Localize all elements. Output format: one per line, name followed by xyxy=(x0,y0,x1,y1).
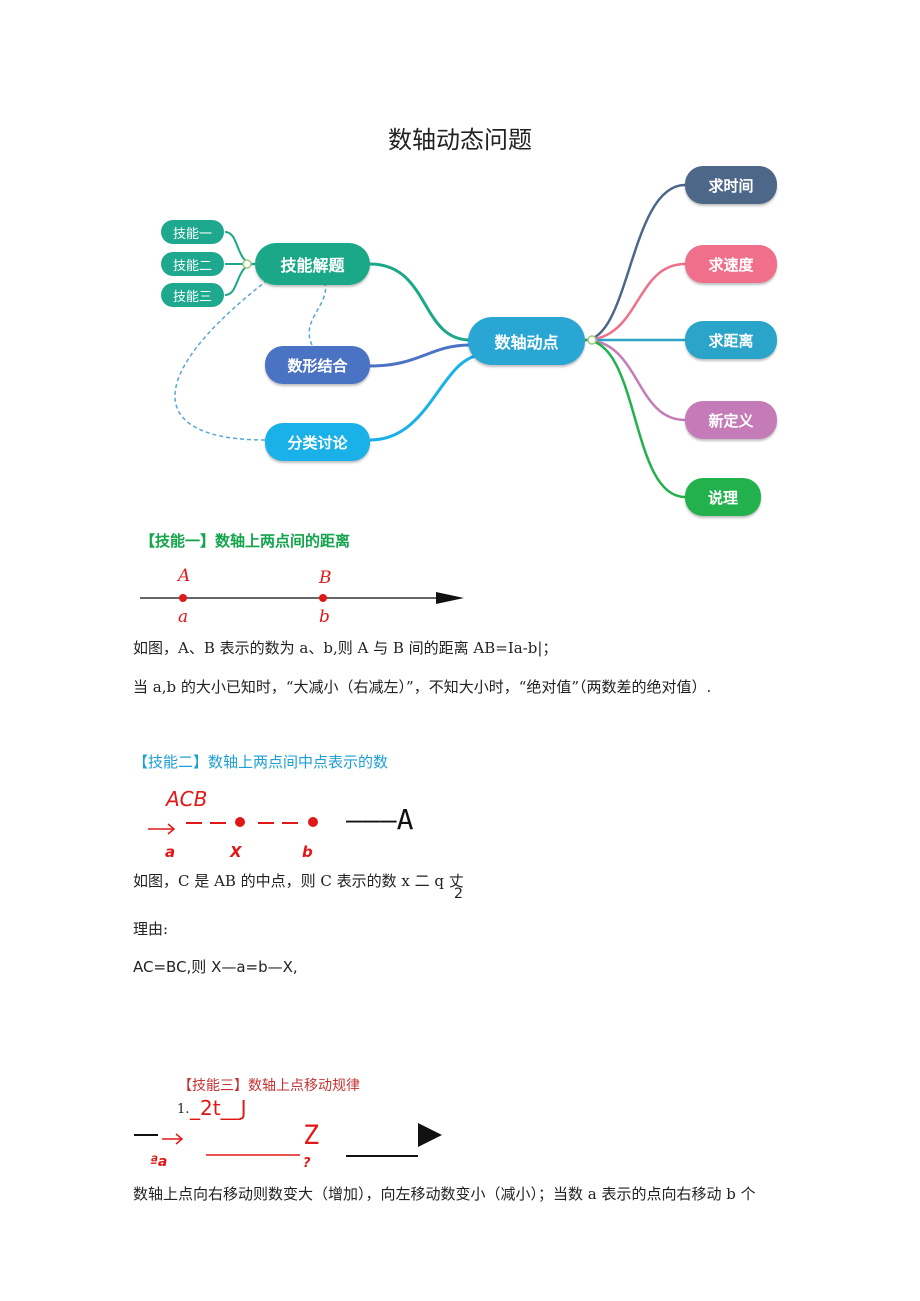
skill3-number-line xyxy=(134,1123,442,1157)
skill2-right-text: ———A xyxy=(346,803,414,836)
skill1-heading: 【技能一】数轴上两点间的距离 xyxy=(140,532,351,550)
axis-arrow-icon xyxy=(436,592,464,604)
skill3-letter-z: Z xyxy=(303,1120,320,1151)
skill1-text-1: 如图，A、B 表示的数为 a、b,则 A 与 B 间的距离 AB=Ia-b|； xyxy=(133,639,558,657)
skill2-subscript: 2 xyxy=(454,886,463,902)
skill1-number-line: A B a b xyxy=(140,566,464,627)
reasoning-node: 说理 xyxy=(685,478,761,516)
skill-three-pill: 技能三 xyxy=(161,283,224,307)
left-arrow-icon xyxy=(167,823,176,835)
skill2-number-line xyxy=(148,817,318,835)
find-speed-node: 求速度 xyxy=(685,245,777,283)
new-definition-node: 新定义 xyxy=(685,401,777,439)
find-distance-node: 求距离 xyxy=(685,321,777,359)
skill2-top-label: ACB xyxy=(166,787,208,811)
skill3-heading: 【技能三】数轴上点移动规律 xyxy=(178,1078,360,1094)
number-shape-node: 数形结合 xyxy=(265,346,370,384)
red-arrow-icon xyxy=(175,1133,184,1145)
axis-arrow-icon xyxy=(418,1123,442,1147)
skill3-under-label: ªa xyxy=(150,1154,168,1170)
skill2-reason-label: 理由: xyxy=(133,920,169,938)
skill2-label-b: b xyxy=(302,843,313,861)
skill1-text-2: 当 a,b 的大小已知时，“大减小（右减左）”，不知大小时，“绝对值”（两数差的… xyxy=(133,678,712,696)
point-b-dot xyxy=(319,594,327,602)
skill2-text-1: 如图，C 是 AB 的中点，则 C 表示的数 x 二 q 丈 xyxy=(133,872,464,890)
point-b-dot xyxy=(308,817,318,827)
skill-solve-node: 技能解题 xyxy=(255,243,370,285)
label-B: B xyxy=(318,568,332,588)
skill2-label-x: X xyxy=(230,843,242,861)
center-node: 数轴动点 xyxy=(468,317,585,365)
skill3-question-mark: ? xyxy=(303,1156,311,1171)
point-c-dot xyxy=(235,817,245,827)
skill-one-pill: 技能一 xyxy=(161,220,224,244)
case-discussion-node: 分类讨论 xyxy=(265,423,370,461)
page-title: 数轴动态问题 xyxy=(388,126,532,154)
skill2-label-a: a xyxy=(165,843,176,861)
skill2-heading: 【技能二】数轴上两点间中点表示的数 xyxy=(133,753,389,771)
skill3-formula: _2t__J xyxy=(190,1096,247,1120)
skill3-item-number: 1. xyxy=(177,1102,190,1117)
label-b: b xyxy=(319,607,330,627)
skill3-text-1: 数轴上点向右移动则数变大（增加），向左移动数变小（减小）；当数 a 表示的点向右… xyxy=(133,1185,756,1203)
find-time-node: 求时间 xyxy=(685,166,777,204)
skill2-reason-text: AC=BC,则 X—a=b—X, xyxy=(133,958,298,976)
mind-map-connectors xyxy=(174,183,686,499)
skill-two-pill: 技能二 xyxy=(161,252,224,276)
label-A: A xyxy=(176,566,190,586)
label-a: a xyxy=(178,607,188,627)
point-a-dot xyxy=(179,594,187,602)
